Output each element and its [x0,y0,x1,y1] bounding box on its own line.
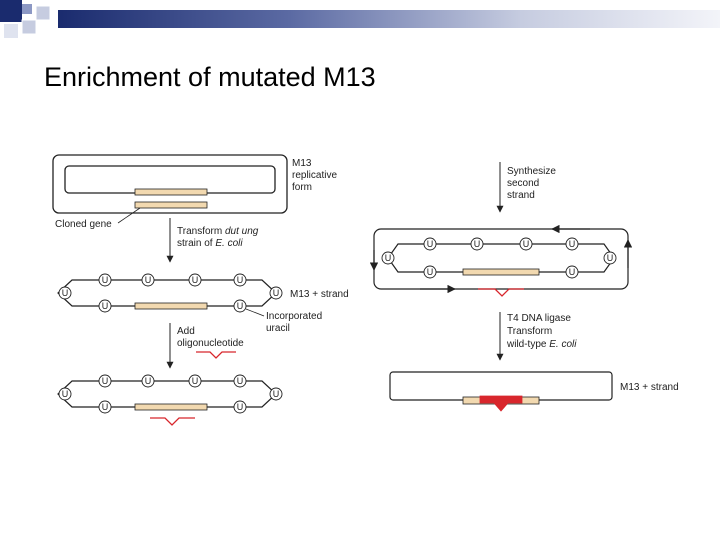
uracil-mark: U [237,301,244,311]
uracil-marks-row-c: U U U U U U U U [381,237,617,279]
page-title: Enrichment of mutated M13 [44,62,376,92]
replicative-form-outer [52,154,288,214]
uracil-mark: U [474,239,481,249]
replicative-form-label: form [292,182,312,193]
final-m13-label: M13 + strand [620,382,679,393]
replicative-form-label: replicative [292,170,337,181]
slide-corner-squares [0,0,51,38]
title-gradient-bar [58,10,720,28]
template-strand [387,243,615,273]
cloned-gene-pointer [117,207,141,224]
mutated-m13 [389,371,613,412]
cloned-gene-insert [134,201,208,209]
cloned-gene-insert [134,403,208,411]
ligase-label: T4 DNA ligase [507,313,571,324]
transform-label: Transform dut ung [177,226,259,237]
add-oligo-label: oligonucleotide [177,338,244,349]
cloned-gene-insert [134,302,208,310]
uracil-mark: U [607,253,614,263]
ligase-label: Transform [507,326,552,337]
incorporated-uracil-label: uracil [266,323,290,334]
uracil-mark: U [427,267,434,277]
uracil-mark: U [273,288,280,298]
uracil-strand-1 [57,279,277,310]
new-strand-outer [373,228,629,290]
annealed-oligonucleotide [150,417,195,426]
uracil-mark: U [102,301,109,311]
uracil-mark: U [237,402,244,412]
replicative-form-label: M13 [292,158,312,169]
uracil-mark: U [102,376,109,386]
uracil-mark: U [385,253,392,263]
synthesize-label: strand [507,190,535,201]
ligase-label: wild-type E. coli [506,339,577,350]
cloned-gene-label: Cloned gene [55,219,112,230]
transform-label: strain of E. coli [177,238,243,249]
uracil-mark: U [102,402,109,412]
uracil-mark: U [523,239,530,249]
heteroduplex [369,224,633,297]
uracil-marks-row-a: U U U U U U U U [58,273,283,313]
uracil-mark: U [145,376,152,386]
cloned-gene-insert [462,268,540,276]
uracil-mark: U [273,389,280,399]
uracil-marks-row-b: U U U U U U U U [58,374,283,414]
uracil-mark: U [427,239,434,249]
uracil-strand-2 [57,380,277,426]
uracil-mark: U [237,376,244,386]
strand-outline [57,380,277,408]
uracil-mark: U [569,267,576,277]
mutagenic-oligonucleotide [478,288,524,297]
synthesize-label: Synthesize [507,166,556,177]
incorporated-uracil-label: Incorporated [266,311,322,322]
m13-plus-strand-label: M13 + strand [290,289,349,300]
cloned-gene-insert [134,188,208,196]
uracil-mark: U [62,288,69,298]
uracil-pointer [245,308,265,317]
uracil-mark: U [102,275,109,285]
uracil-mark: U [192,376,199,386]
synthesize-label: second [507,178,539,189]
uracil-mark: U [145,275,152,285]
uracil-mark: U [192,275,199,285]
strand-outline [57,279,277,307]
add-oligo-label: Add [177,326,195,337]
uracil-mark: U [62,389,69,399]
replicative-form [52,154,288,214]
uracil-mark: U [237,275,244,285]
oligonucleotide-icon [196,351,236,359]
uracil-mark: U [569,239,576,249]
mutation-region [479,395,523,412]
